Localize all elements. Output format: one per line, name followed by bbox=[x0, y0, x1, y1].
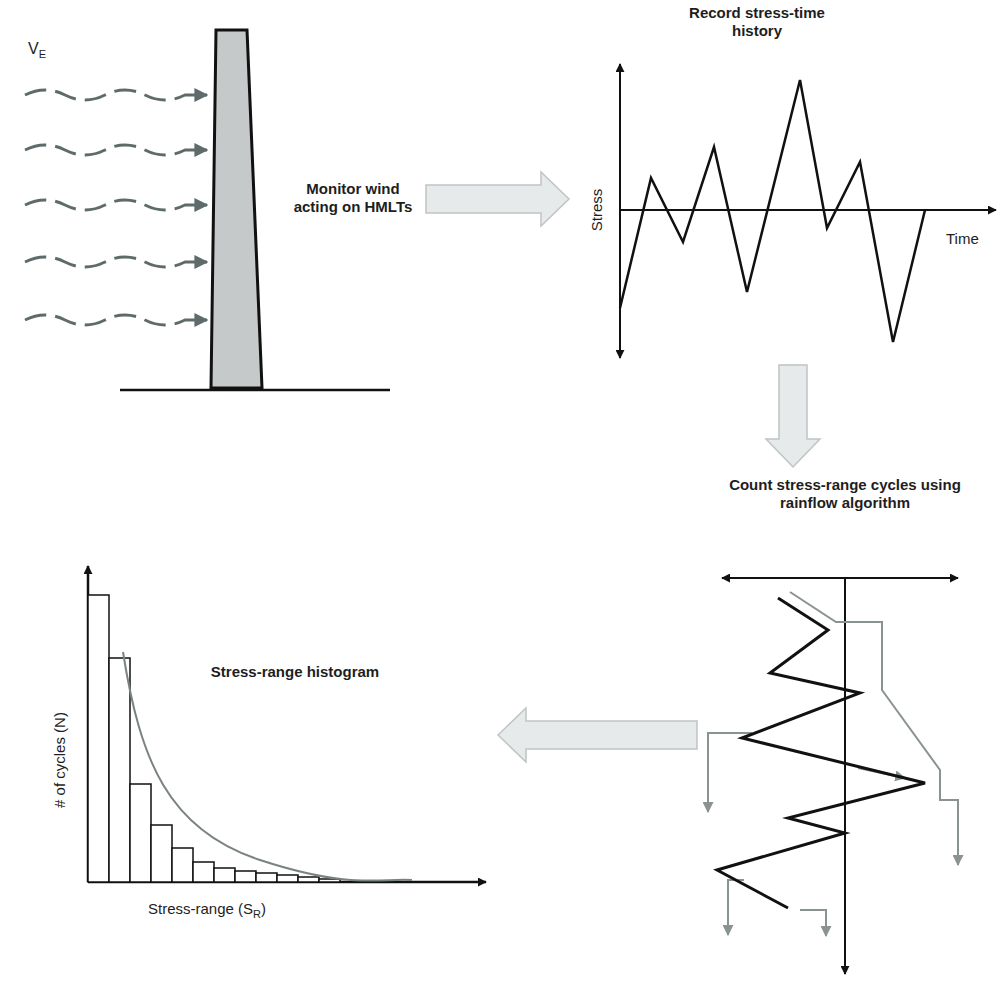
histogram-bar bbox=[298, 877, 319, 882]
label-group: Stress-range (SR) bbox=[148, 900, 266, 920]
axis-label: R bbox=[253, 908, 261, 920]
histogram-bar bbox=[151, 825, 172, 882]
axis-label: Time bbox=[946, 230, 979, 247]
rainflow-path bbox=[708, 733, 752, 812]
stress-axis bbox=[722, 577, 958, 579]
stage-panel: Monitor wind acting on HMLTs bbox=[283, 180, 423, 218]
axis-label: Stress-range (S bbox=[148, 900, 253, 917]
rainflow-paths bbox=[708, 592, 958, 936]
fit-curve bbox=[123, 652, 412, 881]
process-arrow bbox=[426, 172, 569, 226]
stage-title: Count stress-range cycles using rainflow… bbox=[708, 476, 982, 512]
tower bbox=[211, 30, 262, 388]
wind-arrow bbox=[25, 257, 207, 267]
stage-panel: Record stress-time history bbox=[572, 0, 1000, 362]
histogram-bar bbox=[130, 784, 151, 882]
label-group: VE bbox=[28, 40, 46, 60]
stage-title: Monitor wind acting on HMLTs bbox=[283, 180, 423, 216]
histogram-bar bbox=[88, 595, 109, 882]
wind-speed-label: V bbox=[28, 40, 39, 57]
histogram-bar bbox=[277, 875, 298, 882]
histogram-bar bbox=[256, 873, 277, 882]
label-group: Time bbox=[946, 230, 979, 248]
process-arrow bbox=[766, 365, 820, 467]
wind-arrows bbox=[25, 90, 207, 325]
histogram-bar bbox=[235, 871, 256, 882]
axis-label: # of cycles (N) bbox=[51, 712, 68, 808]
stress-history bbox=[620, 80, 925, 342]
ground-line bbox=[120, 389, 390, 392]
histogram-bar bbox=[214, 868, 235, 882]
histogram-bar bbox=[109, 658, 130, 882]
wind-arrow bbox=[25, 145, 207, 155]
rainflow-path bbox=[728, 880, 744, 935]
label-group: Stress bbox=[588, 189, 606, 232]
histogram-bar bbox=[193, 862, 214, 882]
wind-speed-label: E bbox=[39, 48, 46, 60]
histogram-bar bbox=[172, 848, 193, 882]
rainflow-history bbox=[717, 598, 925, 908]
stage-title: Record stress-time history bbox=[662, 4, 852, 40]
stage-title: Stress-range histogram bbox=[200, 663, 390, 681]
time-axis bbox=[844, 578, 846, 974]
stage-panel: Count stress-range cycles using rainflow… bbox=[700, 470, 990, 978]
time-axis bbox=[620, 209, 996, 211]
wind-arrow bbox=[25, 200, 207, 210]
label-group: # of cycles (N) bbox=[51, 712, 69, 808]
wind-arrow bbox=[25, 315, 207, 325]
axis-label: ) bbox=[261, 900, 266, 917]
axis-label: Stress bbox=[588, 189, 605, 232]
stage-panel: Stress-range histogram bbox=[40, 558, 495, 930]
wind-arrow bbox=[25, 90, 207, 100]
rainflow-path bbox=[800, 910, 826, 936]
process-arrow bbox=[498, 708, 697, 762]
